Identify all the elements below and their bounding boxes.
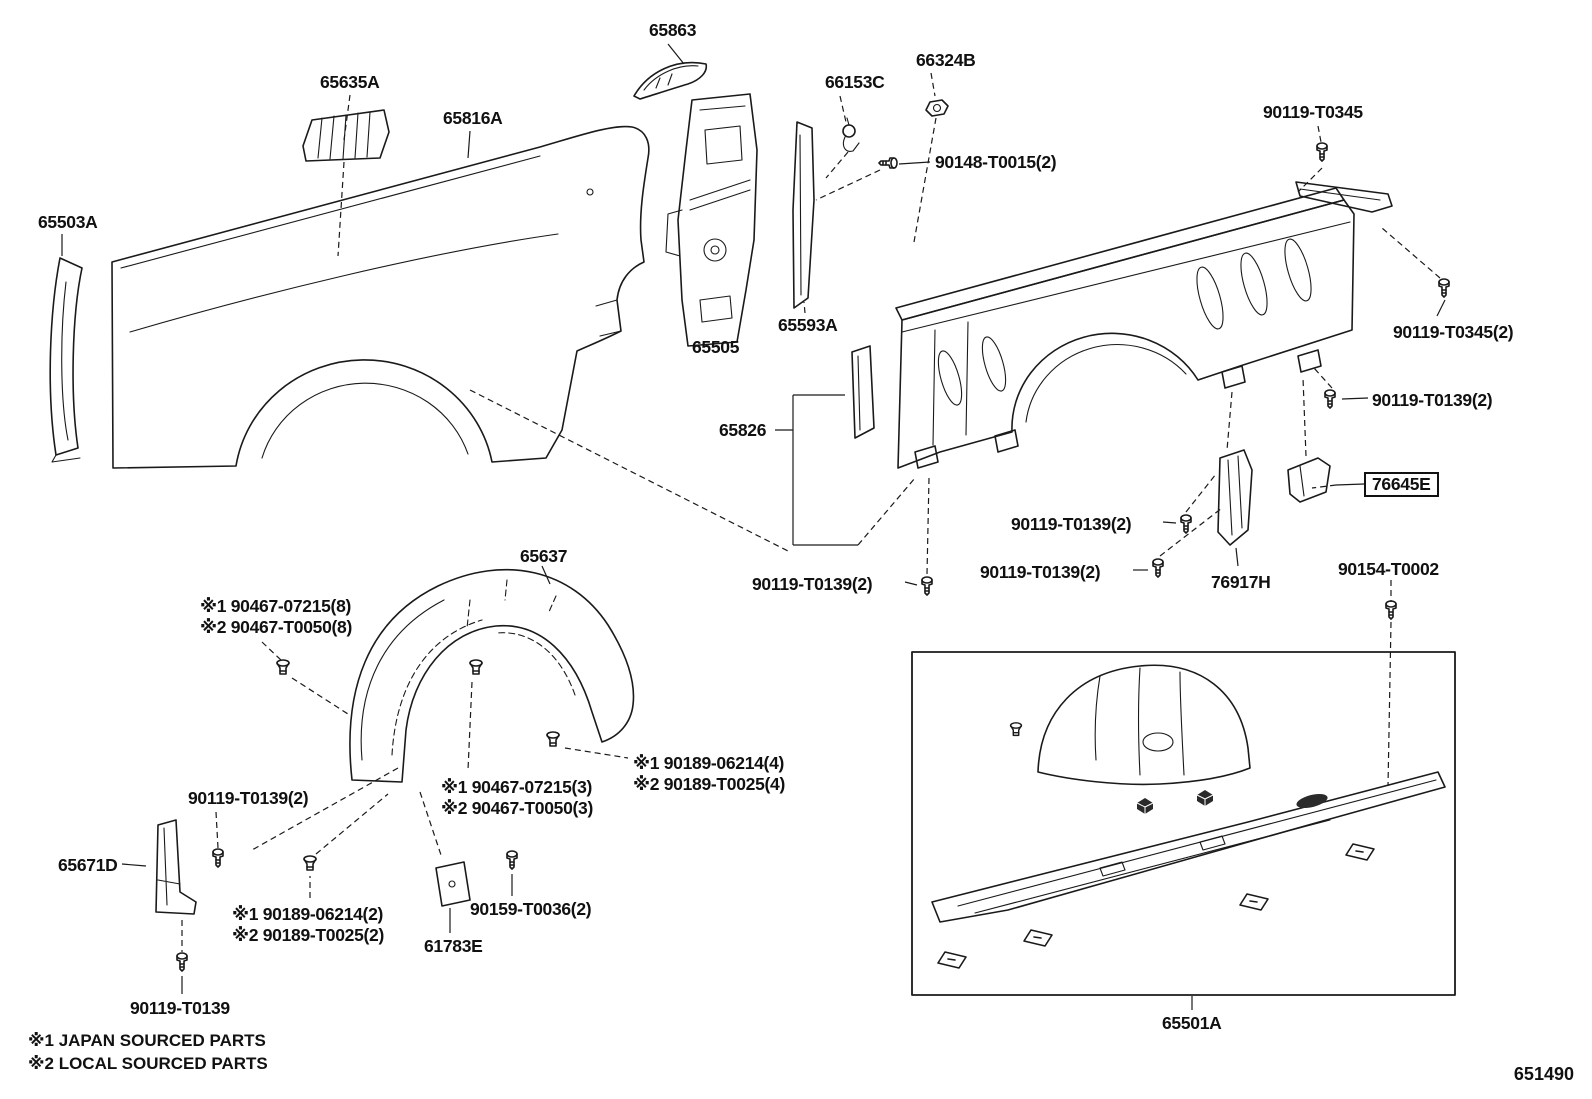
part-label-90467-T0050-8[interactable]: ※2 90467-T0050(8) <box>200 617 353 637</box>
drawing-quarter-panel-65816A <box>111 125 650 469</box>
part-label-76645E[interactable]: 76645E <box>1364 472 1439 498</box>
part-label-65826[interactable]: 65826 <box>719 420 767 440</box>
mount-pad-icon <box>1239 893 1269 911</box>
mount-pad-icon <box>937 951 967 969</box>
bolt-icon-90119-t0345-2 <box>1438 278 1450 298</box>
drawing-bracket-65826 <box>851 345 875 439</box>
clip-icon-90189-left <box>303 855 317 871</box>
clip-icon-90467-left <box>276 659 290 675</box>
clip-icon-90189 <box>546 731 560 747</box>
bolt-icon-90119-t0345 <box>1316 142 1328 162</box>
nut-icon <box>1136 797 1154 815</box>
drawing-clamp-66153C <box>842 117 860 152</box>
part-label-90467-T0050-3[interactable]: ※2 90467-T0050(3) <box>441 798 594 818</box>
screw-icon-90154 <box>1385 600 1397 620</box>
part-label-90189-06214-4[interactable]: ※1 90189-06214(4) <box>633 753 785 773</box>
part-label-90119-T0139-bottom[interactable]: 90119-T0139 <box>130 998 230 1018</box>
drawing-bracket-65635A <box>302 109 390 162</box>
clip-icon <box>1009 722 1023 737</box>
drawing-bed-inner-panel <box>895 181 1393 469</box>
bolt-icon-90119-t0139-right <box>1324 389 1336 409</box>
part-label-65637[interactable]: 65637 <box>520 546 568 566</box>
part-label-90119-T0139-left[interactable]: 90119-T0139(2) <box>188 788 309 808</box>
bolt-icon-90119-t0139-mid1 <box>1180 514 1192 534</box>
bolt-icon-90119-t0139-mid2 <box>1152 558 1164 578</box>
clip-icon-90467-center <box>469 659 483 675</box>
part-label-90119-T0345-2[interactable]: 90119-T0345(2) <box>1393 322 1514 342</box>
part-label-90189-06214-2[interactable]: ※1 90189-06214(2) <box>232 904 384 924</box>
diagram-number: 651490 <box>1513 1064 1574 1084</box>
part-label-65503A[interactable]: 65503A <box>38 212 98 232</box>
nut-icon <box>1196 789 1214 807</box>
part-label-65671D[interactable]: 65671D <box>58 855 118 875</box>
part-label-76917H[interactable]: 76917H <box>1211 572 1271 592</box>
part-label-90467-07215-8[interactable]: ※1 90467-07215(8) <box>200 596 352 616</box>
bolt-icon-90119-t0139-left <box>212 848 224 868</box>
part-label-66153C[interactable]: 66153C <box>825 72 885 92</box>
screw-icon-90159 <box>506 850 518 870</box>
part-label-65635A[interactable]: 65635A <box>320 72 380 92</box>
mount-pad-icon <box>1023 929 1053 947</box>
part-label-90467-07215-3[interactable]: ※1 90467-07215(3) <box>441 777 593 797</box>
part-label-65501A[interactable]: 65501A <box>1162 1013 1222 1033</box>
part-label-61783E[interactable]: 61783E <box>424 936 483 956</box>
part-label-90148-T0015[interactable]: 90148-T0015(2) <box>935 152 1057 172</box>
part-label-90119-T0345[interactable]: 90119-T0345 <box>1263 102 1363 122</box>
screw-icon-90148 <box>878 157 898 169</box>
part-label-90189-T0025-2[interactable]: ※2 90189-T0025(2) <box>232 925 385 945</box>
leader-lines <box>61 43 1446 1010</box>
bolt-icon-90119-t0139-bottom <box>176 952 188 972</box>
part-label-65816A[interactable]: 65816A <box>443 108 503 128</box>
part-label-90189-T0025-4[interactable]: ※2 90189-T0025(4) <box>633 774 786 794</box>
drawing-bracket-76645E <box>1287 457 1331 503</box>
drawing-floor-assembly-65501A <box>911 651 1456 996</box>
part-label-65505[interactable]: 65505 <box>692 337 740 357</box>
drawing-nut-66324B <box>925 99 949 117</box>
drawing-plate-61783E <box>435 861 471 907</box>
drawing-wheel-liner-65637 <box>349 568 635 783</box>
mount-pad-icon <box>1345 843 1375 861</box>
bolt-icon-90119-t0139-front <box>921 576 933 596</box>
part-label-90119-T0139-mid1[interactable]: 90119-T0139(2) <box>1011 514 1132 534</box>
part-label-90154-T0002[interactable]: 90154-T0002 <box>1338 559 1439 579</box>
drawing-bracket-76917H <box>1217 449 1253 546</box>
part-label-90119-T0139-right[interactable]: 90119-T0139(2) <box>1372 390 1493 410</box>
drawing-strip-65593A <box>792 121 815 309</box>
part-label-65863[interactable]: 65863 <box>649 20 697 40</box>
part-label-90159-T0036[interactable]: 90159-T0036(2) <box>470 899 592 919</box>
drawing-bracket-65671D <box>155 819 197 915</box>
part-label-90119-T0139-mid2[interactable]: 90119-T0139(2) <box>980 562 1101 582</box>
part-label-90119-T0139-front[interactable]: 90119-T0139(2) <box>752 574 873 594</box>
drawing-panel-65503A <box>49 257 83 463</box>
footnote-japan-sourced: ※1 JAPAN SOURCED PARTS <box>28 1031 266 1050</box>
footnote-local-sourced: ※2 LOCAL SOURCED PARTS <box>28 1054 268 1073</box>
part-label-66324B[interactable]: 66324B <box>916 50 976 70</box>
part-label-65593A[interactable]: 65593A <box>778 315 838 335</box>
drawing-cap-65863 <box>633 61 708 100</box>
drawing-inner-panel-65505 <box>665 93 758 347</box>
